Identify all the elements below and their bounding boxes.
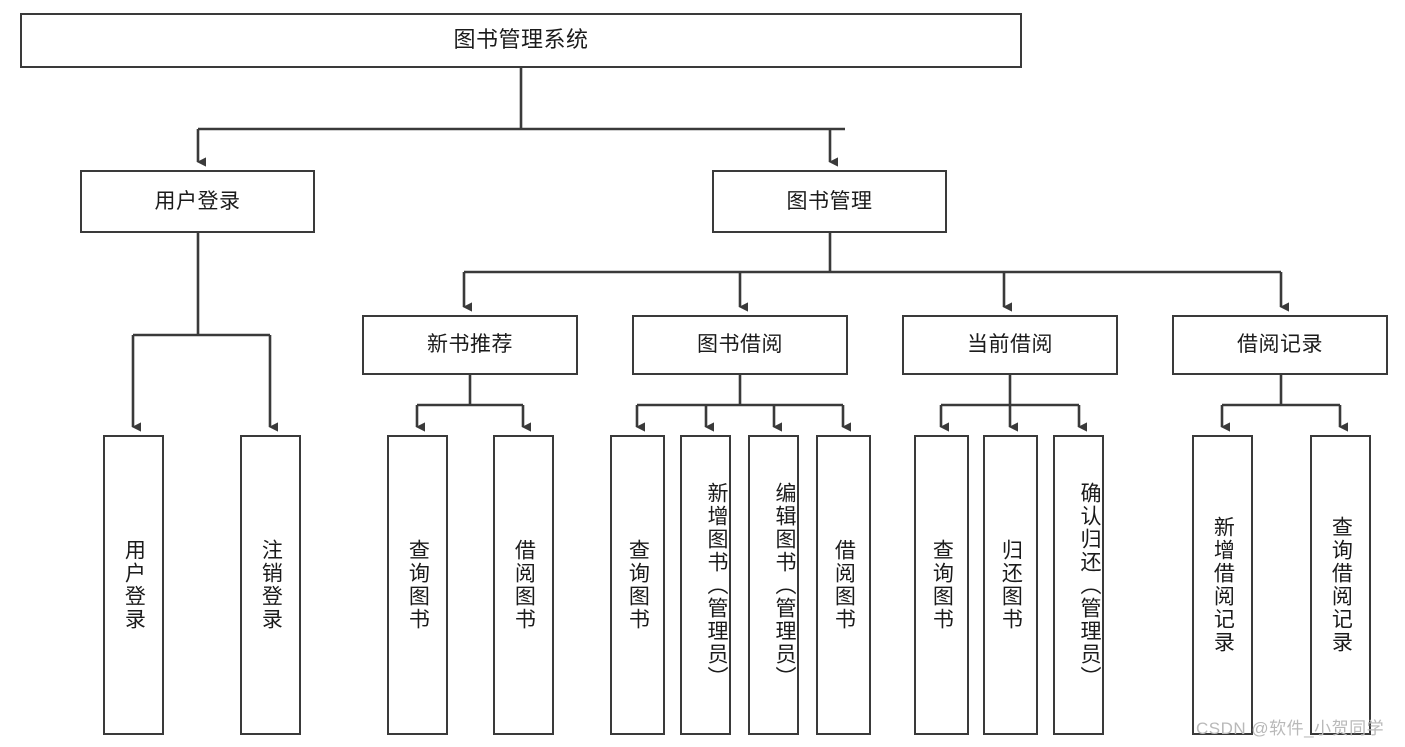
node-label: 编辑图书（管理员） xyxy=(773,481,796,689)
node-label: 图书管理 xyxy=(786,189,873,213)
node-label: 注销登录 xyxy=(259,539,283,631)
node-label: 新增图书（管理员） xyxy=(705,481,728,689)
node-label: 借阅图书 xyxy=(512,539,536,631)
node-new-book-recommend[interactable]: 新书推荐 xyxy=(362,315,578,375)
leaf-return-book[interactable]: 归还图书 xyxy=(983,435,1038,735)
leaf-logout-login[interactable]: 注销登录 xyxy=(240,435,301,735)
node-label: 当前借阅 xyxy=(967,333,1053,357)
csdn-watermark: CSDN @软件_小贺同学 xyxy=(1196,719,1385,738)
leaf-query-book-newbook[interactable]: 查询图书 xyxy=(387,435,448,735)
node-label: 新书推荐 xyxy=(427,333,513,357)
node-label: 图书借阅 xyxy=(697,333,783,357)
leaf-confirm-return-admin[interactable]: 确认归还（管理员） xyxy=(1053,435,1104,735)
node-label: 用户登录 xyxy=(154,189,241,213)
node-borrow-record[interactable]: 借阅记录 xyxy=(1172,315,1388,375)
node-label: 新增借阅记录 xyxy=(1211,516,1235,654)
leaf-query-book-currentborrow[interactable]: 查询图书 xyxy=(914,435,969,735)
node-label: 归还图书 xyxy=(999,539,1023,631)
leaf-user-login[interactable]: 用户登录 xyxy=(103,435,164,735)
node-user-login[interactable]: 用户登录 xyxy=(80,170,315,233)
leaf-add-borrow-record[interactable]: 新增借阅记录 xyxy=(1192,435,1253,735)
node-current-borrow[interactable]: 当前借阅 xyxy=(902,315,1118,375)
leaf-borrow-book-newbook[interactable]: 借阅图书 xyxy=(493,435,554,735)
node-label: 借阅记录 xyxy=(1237,333,1323,357)
leaf-add-book-admin[interactable]: 新增图书（管理员） xyxy=(680,435,731,735)
leaf-borrow-book-bookborrow[interactable]: 借阅图书 xyxy=(816,435,871,735)
node-root-book-management-system[interactable]: 图书管理系统 xyxy=(20,13,1022,68)
node-label: 借阅图书 xyxy=(832,539,856,631)
node-label: 查询图书 xyxy=(406,539,430,631)
leaf-query-book-bookborrow[interactable]: 查询图书 xyxy=(610,435,665,735)
node-label: 用户登录 xyxy=(122,539,146,631)
node-label: 查询图书 xyxy=(626,539,650,631)
node-label: 图书管理系统 xyxy=(453,27,589,53)
leaf-query-borrow-record[interactable]: 查询借阅记录 xyxy=(1310,435,1371,735)
node-label: 查询图书 xyxy=(930,539,954,631)
node-label: 查询借阅记录 xyxy=(1329,516,1353,654)
node-label: 确认归还（管理员） xyxy=(1078,481,1101,689)
node-book-borrow[interactable]: 图书借阅 xyxy=(632,315,848,375)
node-book-management[interactable]: 图书管理 xyxy=(712,170,947,233)
leaf-edit-book-admin[interactable]: 编辑图书（管理员） xyxy=(748,435,799,735)
